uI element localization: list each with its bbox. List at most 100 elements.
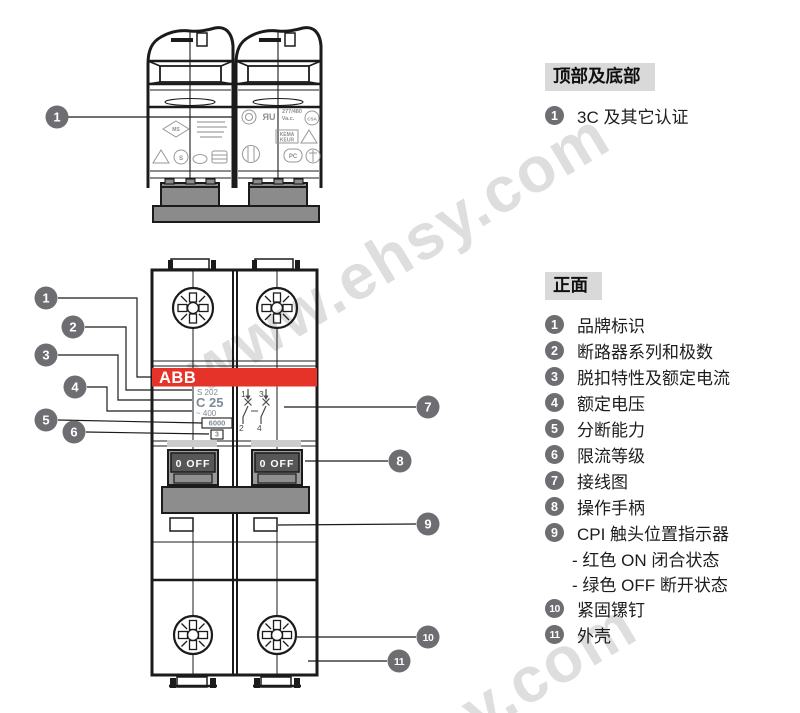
handle-tie-bar[interactable] [161,486,310,514]
csa-mark-label: CSA [307,117,317,122]
operating-handle-left[interactable]: 0 OFF [167,449,219,486]
terminal-1-label: 1 [241,389,246,399]
callout-front-7: 7 [416,395,440,419]
item-label: 额定电压 [577,395,645,415]
ul-mark-icon: ЯU [263,112,276,122]
callout-number: 2 [69,320,76,335]
callout-badge: 1 [545,106,564,126]
front-view-drawing: ABB S 202 C 25 ~ 400 6000 3 1 3 [150,258,319,688]
handle-state-label: 0 OFF [176,458,211,470]
terminal-screw-bottom-right [256,614,298,656]
list-item: 7 接线图 [545,468,730,494]
terminal-4-label: 4 [257,423,262,433]
s-mark-icon [173,149,189,165]
callout-badge: 6 [545,445,564,465]
operating-handle-right[interactable]: 0 OFF [251,449,303,486]
callout-badge: 1 [545,315,564,335]
ms-mark-label: MS [172,127,180,133]
certified-text-lines [197,121,227,138]
ccc-mark-icon [241,109,257,125]
limiting-class-box [210,429,224,440]
item-label: 限流等级 [577,447,645,467]
item-label: 分断能力 [577,421,645,441]
pole-center-lines [192,270,278,675]
kema-line1: KEMA [280,132,295,138]
callout-top-1: 1 [45,105,236,129]
grid-mark-icon [211,150,228,164]
breaker-case [150,268,319,677]
rating-labels: S 202 C 25 ~ 400 6000 3 [196,388,233,440]
subitem-label: - 绿色 OFF 断开状态 [572,575,728,595]
callout-badge: 2 [545,341,564,361]
handle-state-label: 0 OFF [260,458,295,470]
terminal-2-label: 2 [239,423,244,433]
cert-voltage-line1: 277/480 [282,109,302,115]
item-label: 紧固镙钉 [577,601,645,621]
callout-front-9: 9 [416,512,440,536]
callout-badge: 10 [545,599,564,619]
kema-keur-mark-icon [275,129,299,144]
csa-mark-icon [304,110,320,126]
series-label: S 202 [197,388,218,397]
cpi-subitem-red-on: - 红色 ON 闭合状态 [545,546,730,571]
subitem-label: - 红色 ON 闭合状态 [572,550,720,570]
list-item: 5 分断能力 [545,416,730,442]
callout-badge: 7 [545,471,564,491]
breaking-capacity-value: 6000 [209,419,226,428]
callout-number: 11 [394,656,405,668]
callout-number: 7 [424,400,431,415]
section-header-front: 正面 [545,272,602,300]
callout-number: 1 [42,291,49,306]
rated-voltage-label: ~ 400 [196,409,217,418]
callout-badge: 8 [545,497,564,517]
oval-mark-icon [192,154,208,164]
callout-front-4: 4 [63,375,87,399]
list-item: 3 脱扣特性及额定电流 [545,364,730,390]
callout-front-6: 6 [62,420,86,444]
callout-number: 3 [42,348,49,363]
section-front: 正面 1 品牌标识 2 断路器系列和极数 3 脱扣特性及额定电流 4 额定电压 … [545,272,730,648]
callout-front-11: 11 [387,649,411,673]
triangle-mark-icon [152,149,170,164]
din-feet-bottom [169,676,301,688]
item-label: CPI 触头位置指示器 [577,525,730,545]
item-label: 外壳 [577,627,611,647]
section-top-bottom: 顶部及底部 1 3C 及其它认证 [545,63,688,129]
pct-mark-label: PC [289,154,298,160]
list-item: 11 外壳 [545,622,730,648]
section-header-top-bottom: 顶部及底部 [545,63,655,91]
list-item: 6 限流等级 [545,442,730,468]
terminal-screw-bottom-left [172,614,214,656]
cert-voltage-line2: Va.c. [282,116,295,122]
callout-front-10: 10 [416,625,440,649]
callout-badge: 11 [545,625,564,645]
cpi-indicator-window [253,517,278,532]
callout-number: 8 [396,454,403,469]
list-item: 8 操作手柄 [545,494,730,520]
ms-mark-icon [162,120,190,138]
item-label: 脱扣特性及额定电流 [577,369,730,389]
item-label: 操作手柄 [577,499,645,519]
handle-recess [167,440,217,447]
callout-badge: 4 [545,393,564,413]
terminal-3-label: 3 [259,389,264,399]
circle-mark-icon [305,148,321,164]
din-clips-top [168,258,300,270]
callout-badge: 5 [545,419,564,439]
din-rail-bar [152,205,320,223]
abb-logo: ABB [159,369,196,387]
list-item: 1 品牌标识 [545,312,730,338]
wiring-diagram: 1 3 2 4 [239,389,270,433]
item-label: 3C 及其它认证 [577,108,689,128]
callout-badge: 9 [545,523,564,543]
callout-badge: 3 [545,367,564,387]
characteristic-current-label: C 25 [196,395,223,410]
top-view-pole-right [234,26,323,188]
handle-recess [251,440,301,447]
top-view-drawing: MS S ЯU 277/480 [45,26,323,223]
certification-marks-left: MS S [152,120,228,165]
item-label: 品牌标识 [577,317,645,337]
brand-band: ABB [152,368,317,387]
